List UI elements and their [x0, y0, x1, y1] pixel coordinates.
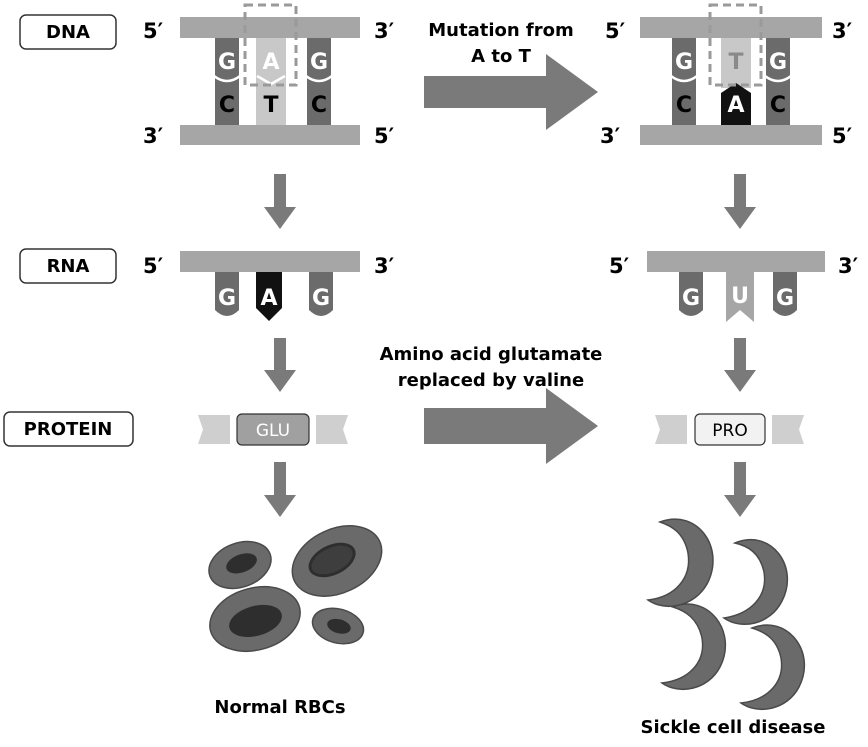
normal-dna-top-5prime: 5′: [143, 19, 164, 43]
normal-rbc-4: [311, 607, 365, 645]
mutant-dna-top-5prime: 5′: [605, 19, 626, 43]
normal-dna-bottom-base-1: C: [219, 93, 235, 118]
normal-rbc-3: [209, 586, 301, 652]
normal-rbc-1: [208, 540, 272, 590]
mutant-dna-bottom-5prime: 5′: [832, 124, 853, 148]
normal-dna-top-strand: [180, 17, 360, 38]
mutant-rna-base-2-shape: [726, 272, 754, 322]
normal-dna-bottom-3prime: 3′: [143, 124, 164, 148]
mutation-text-line2: A to T: [471, 46, 531, 67]
svg-text:RNA: RNA: [47, 256, 90, 277]
mutant-dna-top-strand: [640, 17, 822, 38]
normal-dna-bottom-strand: [180, 125, 360, 145]
svg-text:PROTEIN: PROTEIN: [24, 419, 113, 440]
protein-row-label: PROTEIN: [3, 411, 134, 447]
down-arrow-normal-1: [264, 174, 296, 229]
normal-dna-top-3prime: 3′: [374, 19, 395, 43]
normal-rbc-cells: Normal RBCs: [208, 525, 383, 718]
normal-dna-top-base-2: A: [262, 50, 279, 75]
mutant-dna-bottom-strand: [640, 125, 822, 145]
normal-rbc-caption: Normal RBCs: [214, 697, 345, 718]
mutant-dna-top-base-2: T: [728, 50, 743, 75]
down-arrow-mutant-2: [724, 338, 756, 392]
normal-protein: GLU: [198, 413, 348, 446]
mutant-dna-col-2-bottom: [721, 83, 751, 126]
mutant-dna-bottom-base-3: C: [770, 93, 786, 118]
mutant-protein: PRO: [655, 413, 804, 446]
mutant-dna-bottom-base-2: A: [727, 93, 744, 118]
dna-row-label: DNA: [19, 14, 117, 50]
replacement-text-line2: replaced by valine: [398, 370, 584, 391]
normal-protein-left-segment: [198, 415, 230, 444]
mutant-rna-3prime: 3′: [838, 254, 859, 278]
sickle-cell-1: [645, 518, 714, 608]
mutant-protein-left-segment: [655, 415, 687, 444]
normal-rna: 5′ 3′ G A G: [143, 251, 395, 321]
normal-dna-top-base-3: G: [310, 50, 328, 75]
normal-dna-bottom-base-2: T: [263, 93, 278, 118]
mutation-text-line1: Mutation from: [428, 20, 574, 41]
replacement-text-line1: Amino acid glutamate: [380, 344, 603, 365]
mutant-dna-bottom-base-1: C: [676, 93, 692, 118]
sickle-cell-caption: Sickle cell disease: [641, 717, 826, 738]
normal-dna-top-base-1: G: [218, 50, 236, 75]
normal-rna-base-2-shape: [256, 272, 282, 321]
normal-rna-base-3-shape: [309, 272, 333, 316]
normal-rna-3prime: 3′: [374, 254, 395, 278]
replacement-arrow: Amino acid glutamate replaced by valine: [380, 344, 603, 464]
sickle-cell-2: [722, 538, 788, 626]
mutant-rna-strand: [647, 251, 825, 272]
normal-amino-acid-label: GLU: [256, 421, 290, 441]
rna-row-label: RNA: [19, 248, 117, 284]
mutant-rna-base-3-shape: [773, 272, 797, 316]
mutant-rna-base-2: U: [731, 284, 749, 309]
normal-rbc-2: [291, 525, 383, 597]
mutant-rna-base-3: G: [776, 286, 794, 311]
mutation-arrow: Mutation from A to T: [424, 20, 598, 130]
mutant-amino-acid-box: [694, 413, 766, 446]
svg-text:DNA: DNA: [46, 22, 90, 43]
mutant-rna-base-1-shape: [679, 272, 703, 316]
mutant-rna: 5′ 3′ G U G: [609, 251, 859, 322]
sickle-cells: Sickle cell disease: [641, 518, 826, 738]
down-arrow-mutant-3: [724, 462, 756, 517]
normal-rna-base-3: G: [312, 286, 330, 311]
mutant-rna-5prime: 5′: [609, 254, 630, 278]
down-arrows: [264, 174, 756, 517]
normal-mutation-site-box: [243, 3, 298, 87]
down-arrow-normal-3: [264, 462, 296, 517]
normal-dna-bottom-5prime: 5′: [374, 124, 395, 148]
mutant-dna-bottom-3prime: 3′: [600, 124, 621, 148]
mutant-dna: 5′ 3′ 3′ 5′ G T G C A C: [600, 3, 853, 148]
down-arrow-normal-2: [264, 338, 296, 392]
mutant-dna-top-base-1: G: [675, 50, 693, 75]
normal-rna-strand: [180, 251, 360, 272]
mutant-protein-right-segment: [772, 415, 804, 444]
normal-dna: 5′ 3′ 3′ 5′ G A G C T C: [143, 3, 395, 148]
normal-rna-base-1: G: [218, 286, 236, 311]
down-arrow-mutant-1: [724, 174, 756, 229]
sickle-cell-3: [659, 603, 726, 691]
normal-dna-bottom-base-3: C: [311, 93, 327, 118]
normal-rna-base-1-shape: [215, 272, 239, 316]
normal-rna-base-2: A: [260, 286, 277, 311]
mutant-dna-top-base-3: G: [769, 50, 787, 75]
mutant-dna-top-3prime: 3′: [832, 19, 853, 43]
normal-amino-acid-box: [236, 413, 310, 446]
mutant-dna-col-2-top: [721, 38, 751, 88]
normal-dna-col-2: [256, 38, 286, 126]
normal-protein-right-segment: [316, 415, 348, 444]
mutant-amino-acid-label: PRO: [712, 421, 747, 441]
mutant-rna-base-1: G: [682, 286, 700, 311]
sickle-cell-4: [738, 624, 805, 711]
normal-rna-5prime: 5′: [143, 254, 164, 278]
mutant-mutation-site-box: [708, 3, 763, 87]
